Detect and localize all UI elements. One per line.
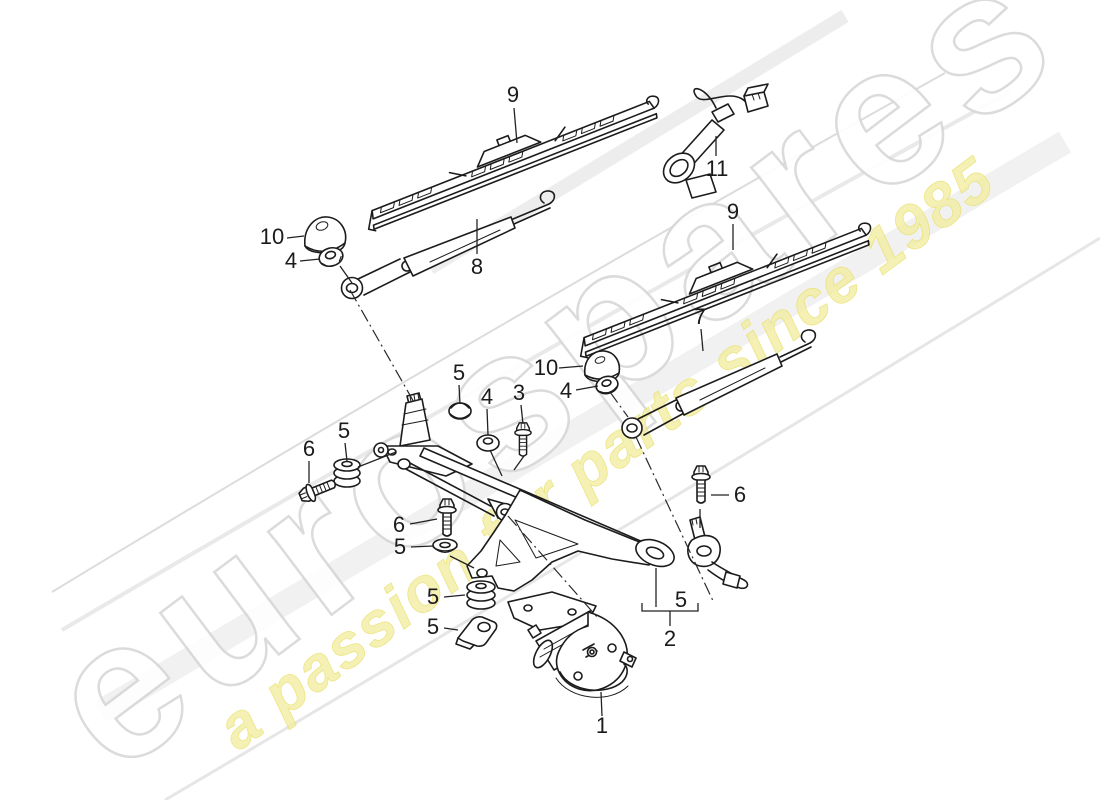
part-callout-6: 6 xyxy=(734,482,746,507)
part-callout-6: 6 xyxy=(393,512,405,537)
part-callout-6: 6 xyxy=(303,436,315,461)
leader-lines xyxy=(339,265,701,607)
part-callout-4: 4 xyxy=(560,378,572,403)
grommet-lower-drawing xyxy=(466,580,496,610)
nut-left-drawing xyxy=(318,246,344,268)
part-callout-3: 3 xyxy=(513,380,525,405)
callout-leader-line xyxy=(700,328,704,352)
wiper-arm-right-drawing xyxy=(621,329,817,439)
callout-leader-line xyxy=(600,691,603,717)
part-callout-8: 8 xyxy=(471,254,483,279)
part-callout-5: 5 xyxy=(453,360,465,385)
wiper-arm-left-drawing xyxy=(340,190,556,300)
bracket-label-top: 5 xyxy=(675,587,687,612)
callout-leader-line xyxy=(286,235,305,239)
cap-left-drawing xyxy=(304,216,347,254)
part-callout-10: 10 xyxy=(534,355,558,380)
wiper-linkage-drawing xyxy=(373,392,749,631)
part-callout-10: 10 xyxy=(260,224,284,249)
grommet-upper-drawing xyxy=(333,458,361,488)
callout-leader-line xyxy=(409,518,438,525)
part-callout-5: 5 xyxy=(338,418,350,443)
clip-drawing xyxy=(455,616,498,650)
callout-leader-line xyxy=(486,408,489,436)
wiper-motor-drawing xyxy=(527,610,637,698)
callout-leader-line xyxy=(344,442,348,462)
bushing-drawing xyxy=(432,538,458,553)
callout-leader-line xyxy=(513,107,518,144)
callout-leader-line xyxy=(458,384,461,405)
callout-leader-line xyxy=(443,594,466,598)
callout-leader-line xyxy=(299,258,321,262)
part-callout-5: 5 xyxy=(427,584,439,609)
part-callout-1: 1 xyxy=(596,713,608,738)
part-callout-9: 9 xyxy=(507,82,519,107)
brand-watermark: eurospares xyxy=(7,0,1082,800)
bracket-group: 5 2 xyxy=(641,587,699,651)
callout-leader-line xyxy=(520,404,524,425)
part-callout-11: 11 xyxy=(706,156,729,181)
washer-nozzle-drawing xyxy=(662,83,769,199)
nut-mid-drawing xyxy=(476,434,500,452)
part-callout-5: 5 xyxy=(427,614,439,639)
callout-leader-line xyxy=(558,365,584,369)
dome-nut-drawing xyxy=(448,402,472,420)
part-callout-9: 9 xyxy=(727,199,739,224)
part-callout-7: 7 xyxy=(694,304,706,329)
axis-lines xyxy=(349,289,715,618)
nut-right-drawing xyxy=(595,375,619,395)
part-callout-4: 4 xyxy=(481,384,493,409)
callout-leader-line xyxy=(575,385,599,391)
bracket-label-bottom: 2 xyxy=(664,626,676,651)
callout-leader-line xyxy=(410,545,434,548)
callout-leader-line xyxy=(443,627,459,631)
part-callout-5: 5 xyxy=(394,534,406,559)
part-callout-4: 4 xyxy=(285,248,297,273)
